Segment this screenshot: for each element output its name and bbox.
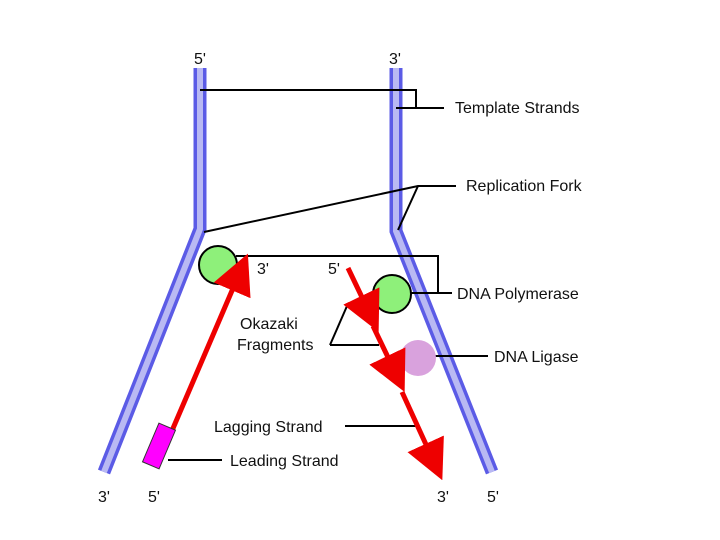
rna-primer [141, 422, 177, 470]
replication-fork-leader-right [397, 185, 419, 231]
okazaki-fragment-1 [343, 266, 380, 333]
okazaki-fragment-3 [399, 390, 444, 481]
end-label-polymerase-left: 3' [257, 261, 269, 278]
left-template-strand [97, 68, 207, 475]
okazaki-fragments [343, 266, 444, 481]
end-label-bottom-2: 5' [148, 489, 160, 506]
end-label-top-left: 5' [194, 51, 206, 68]
okazaki-leader-1 [329, 305, 348, 346]
template-strands [97, 68, 499, 475]
okazaki-fragment-2 [369, 324, 406, 393]
right-template-strand [389, 68, 499, 475]
dna-ligase [400, 340, 436, 376]
dna-polymerase-lagging [372, 274, 412, 314]
replication-fork-leader [203, 185, 456, 233]
dna-polymerase-leading [198, 245, 238, 285]
end-label-bottom-4: 5' [487, 489, 499, 506]
leading-strand-group [141, 253, 251, 470]
leading-strand-arrow [165, 253, 251, 441]
dna-ligase-label: DNA Ligase [494, 349, 579, 366]
replication-fork-label: Replication Fork [466, 178, 583, 195]
end-label-bottom-1: 3' [98, 489, 110, 506]
end-label-bottom-3: 3' [437, 489, 449, 506]
dna-polymerase-label: DNA Polymerase [457, 286, 579, 303]
end-label-fragment-start: 5' [328, 261, 340, 278]
okazaki-label-line2: Fragments [237, 337, 313, 354]
leading-strand-label: Leading Strand [230, 453, 339, 470]
lagging-strand-label: Lagging Strand [214, 419, 323, 436]
template-strands-leader [200, 89, 444, 109]
okazaki-label-line1: Okazaki [240, 316, 298, 333]
template-strands-label: Template Strands [455, 100, 580, 117]
end-label-top-right: 3' [389, 51, 401, 68]
leader-lines [168, 89, 488, 461]
